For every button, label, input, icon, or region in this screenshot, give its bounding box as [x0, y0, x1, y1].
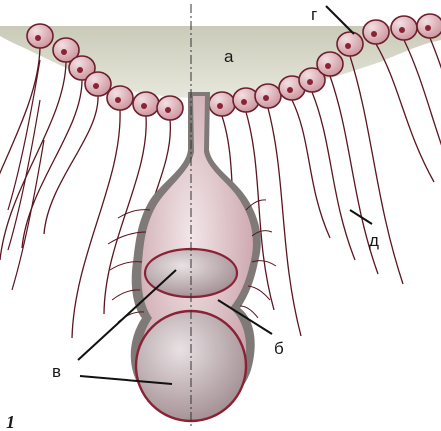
flagellum — [268, 108, 301, 336]
flagellum — [376, 44, 434, 182]
flagellum — [404, 40, 441, 208]
flagellum — [8, 100, 40, 250]
flagellate-cell — [133, 92, 159, 116]
flagellate-cell — [157, 96, 183, 120]
label-d: д — [369, 231, 379, 250]
flagellum — [292, 100, 330, 238]
flagellum — [22, 80, 82, 248]
flagellate-cell — [209, 92, 235, 116]
label-g: г — [311, 5, 317, 24]
flagellate-cell — [85, 72, 111, 96]
flagellate-cell — [417, 14, 441, 38]
flagellate-cell — [337, 32, 363, 56]
flagellate-cell — [317, 52, 343, 76]
flagellate-cell — [391, 16, 417, 40]
flagellate-cell — [107, 86, 133, 110]
label-v: в — [52, 362, 61, 381]
label-b: б — [274, 339, 284, 358]
flagellate-cell — [255, 84, 281, 108]
label-a: а — [224, 47, 234, 66]
flagellum — [72, 110, 120, 338]
figure-number: 1 — [6, 412, 15, 431]
flagellate-cell — [27, 24, 53, 48]
flagellate-cell — [363, 20, 389, 44]
filament — [248, 286, 270, 300]
flagellum — [312, 92, 355, 260]
